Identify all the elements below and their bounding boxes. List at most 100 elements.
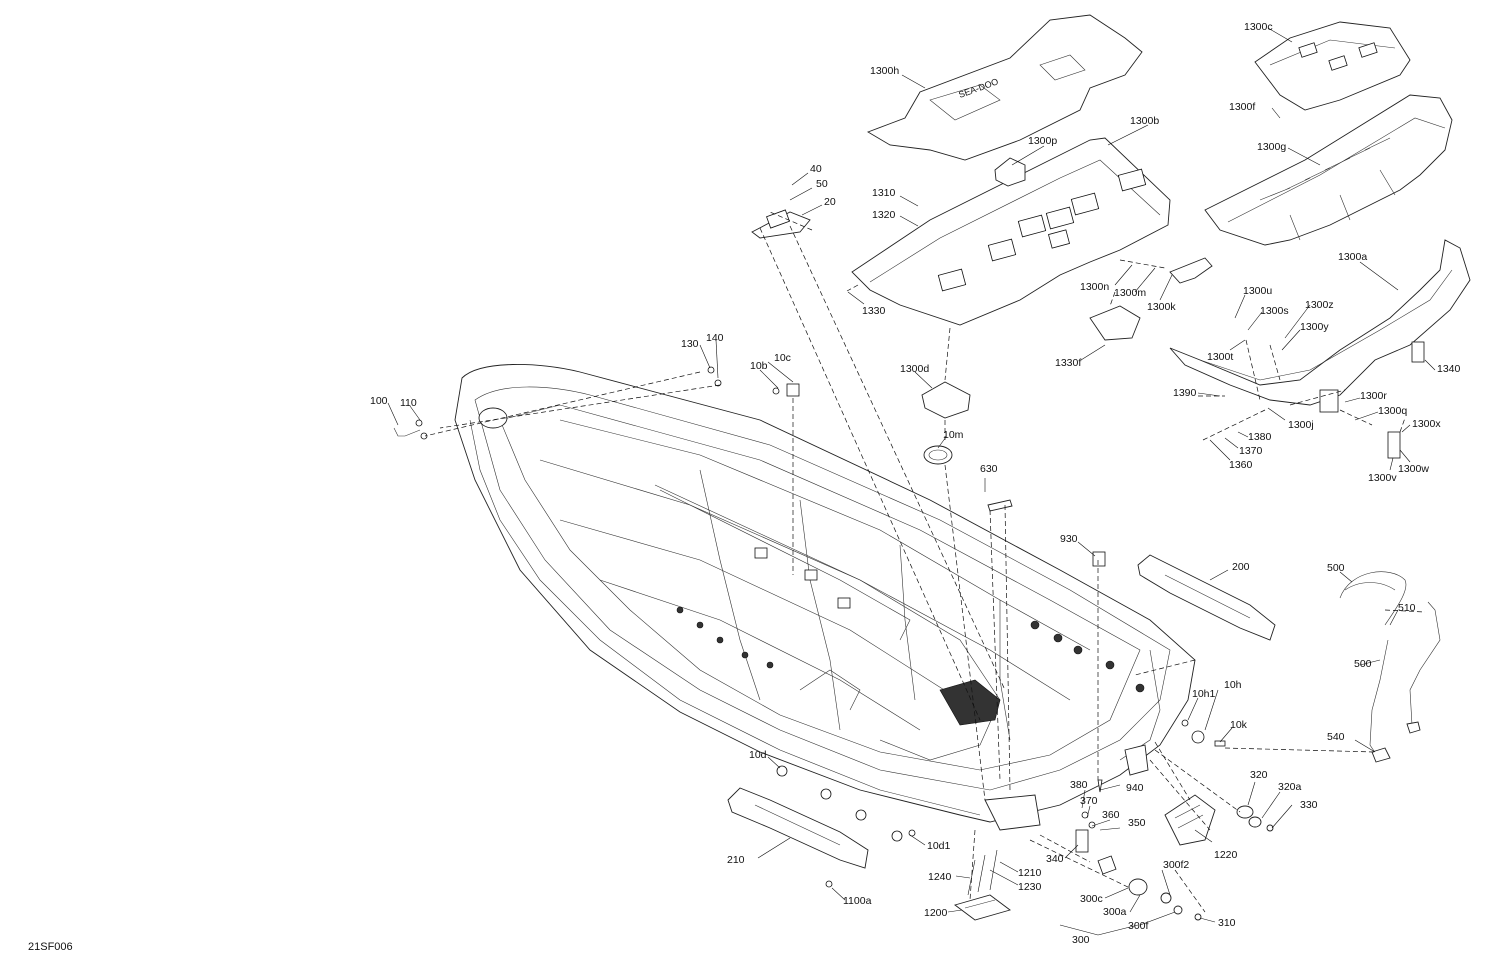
cable-500 xyxy=(1339,571,1441,761)
clip-icon xyxy=(837,597,851,609)
label-1300s: 1300s xyxy=(1260,305,1289,317)
label-330: 330 xyxy=(1300,799,1318,811)
rear-bumper-1300a xyxy=(1169,239,1471,459)
label-1300g: 1300g xyxy=(1257,141,1286,153)
hinge-20 xyxy=(751,209,811,239)
label-140: 140 xyxy=(706,332,724,344)
hose-100 xyxy=(393,366,722,440)
clip-icon xyxy=(804,569,818,581)
latch-1300k xyxy=(1169,257,1213,284)
label-1240: 1240 xyxy=(928,871,952,883)
label-10h: 10h xyxy=(1224,679,1242,691)
storage-bin-1300g xyxy=(1204,94,1453,246)
label-1300y: 1300y xyxy=(1300,321,1329,333)
part-labels: 1300h 1300c 1300f 1300p 1300b 1300g 40 5… xyxy=(370,21,1461,946)
label-1370: 1370 xyxy=(1239,445,1263,457)
label-1340: 1340 xyxy=(1437,363,1461,375)
label-1300r: 1300r xyxy=(1360,390,1387,402)
label-1300d: 1300d xyxy=(900,363,929,375)
clip-icon xyxy=(754,547,768,559)
label-130: 130 xyxy=(681,338,699,350)
label-300c: 300c xyxy=(1080,893,1103,905)
label-10d1: 10d1 xyxy=(927,840,951,852)
label-10b: 10b xyxy=(750,360,768,372)
seat-pad-1300h: SEA-DOO xyxy=(866,14,1143,161)
label-360: 360 xyxy=(1102,809,1120,821)
bracket-1300d xyxy=(921,381,971,419)
label-1300j: 1300j xyxy=(1288,419,1314,431)
assembly-lines xyxy=(424,211,1426,913)
label-100: 100 xyxy=(370,395,388,407)
label-1320: 1320 xyxy=(872,209,896,221)
label-340: 340 xyxy=(1046,853,1064,865)
label-300a: 300a xyxy=(1103,906,1127,918)
screws-1210 xyxy=(967,849,998,896)
label-1300m: 1300m xyxy=(1114,287,1146,299)
leader-lines xyxy=(387,27,1436,936)
label-1300k: 1300k xyxy=(1147,301,1176,313)
label-300f2: 300f2 xyxy=(1163,859,1189,871)
label-1300h: 1300h xyxy=(870,65,899,77)
label-10c: 10c xyxy=(774,352,791,364)
label-500b: 500 xyxy=(1354,658,1372,670)
label-1300t: 1300t xyxy=(1207,351,1233,363)
label-500a: 500 xyxy=(1327,562,1345,574)
label-50: 50 xyxy=(816,178,828,190)
label-210: 210 xyxy=(727,854,745,866)
label-1220: 1220 xyxy=(1214,849,1238,861)
label-1210: 1210 xyxy=(1018,867,1042,879)
label-300f: 300f xyxy=(1128,920,1149,932)
cover-1300c xyxy=(1254,21,1411,111)
label-940: 940 xyxy=(1126,782,1144,794)
label-1330: 1330 xyxy=(862,305,886,317)
label-1300f: 1300f xyxy=(1229,101,1255,113)
mat-210 xyxy=(727,787,869,869)
seat-base-1300b xyxy=(851,137,1171,326)
label-1300u: 1300u xyxy=(1243,285,1272,297)
label-20: 20 xyxy=(824,196,836,208)
label-1300w: 1300w xyxy=(1398,463,1429,475)
latch-1300p xyxy=(994,157,1026,187)
label-200: 200 xyxy=(1232,561,1250,573)
label-1300z: 1300z xyxy=(1305,299,1334,311)
bracket-540 xyxy=(1371,721,1421,763)
drain-320 xyxy=(1236,805,1274,832)
clips-10b-10c xyxy=(772,383,800,397)
label-320a: 320a xyxy=(1278,781,1302,793)
fittings-10d xyxy=(776,765,916,888)
label-1300q: 1300q xyxy=(1378,405,1407,417)
label-1300b: 1300b xyxy=(1130,115,1159,127)
label-1380: 1380 xyxy=(1248,431,1272,443)
label-510: 510 xyxy=(1398,602,1416,614)
cup-10m xyxy=(923,445,953,465)
label-10m: 10m xyxy=(943,429,964,441)
fastener-630 xyxy=(987,499,1013,512)
label-10k: 10k xyxy=(1230,719,1248,731)
label-1200: 1200 xyxy=(924,907,948,919)
label-1300x: 1300x xyxy=(1412,418,1441,430)
clip-930 xyxy=(1092,551,1106,567)
label-1300n: 1300n xyxy=(1080,281,1109,293)
diagram-code: 21SF006 xyxy=(28,941,73,953)
mat-200 xyxy=(1137,554,1276,641)
label-350: 350 xyxy=(1128,817,1146,829)
label-380: 380 xyxy=(1070,779,1088,791)
label-1300c: 1300c xyxy=(1244,21,1273,33)
label-10h1: 10h1 xyxy=(1192,688,1216,700)
label-1300p: 1300p xyxy=(1028,135,1057,147)
plate-1200 xyxy=(954,894,1011,921)
nozzle-340 xyxy=(1075,811,1096,853)
label-1230: 1230 xyxy=(1018,881,1042,893)
label-300: 300 xyxy=(1072,934,1090,946)
label-1360: 1360 xyxy=(1229,459,1253,471)
pad-1220 xyxy=(1164,794,1216,846)
label-540: 540 xyxy=(1327,731,1345,743)
label-310: 310 xyxy=(1218,917,1236,929)
label-630: 630 xyxy=(980,463,998,475)
label-10d: 10d xyxy=(749,749,767,761)
label-370: 370 xyxy=(1080,795,1098,807)
label-1390: 1390 xyxy=(1173,387,1197,399)
label-1310: 1310 xyxy=(872,187,896,199)
label-930: 930 xyxy=(1060,533,1078,545)
